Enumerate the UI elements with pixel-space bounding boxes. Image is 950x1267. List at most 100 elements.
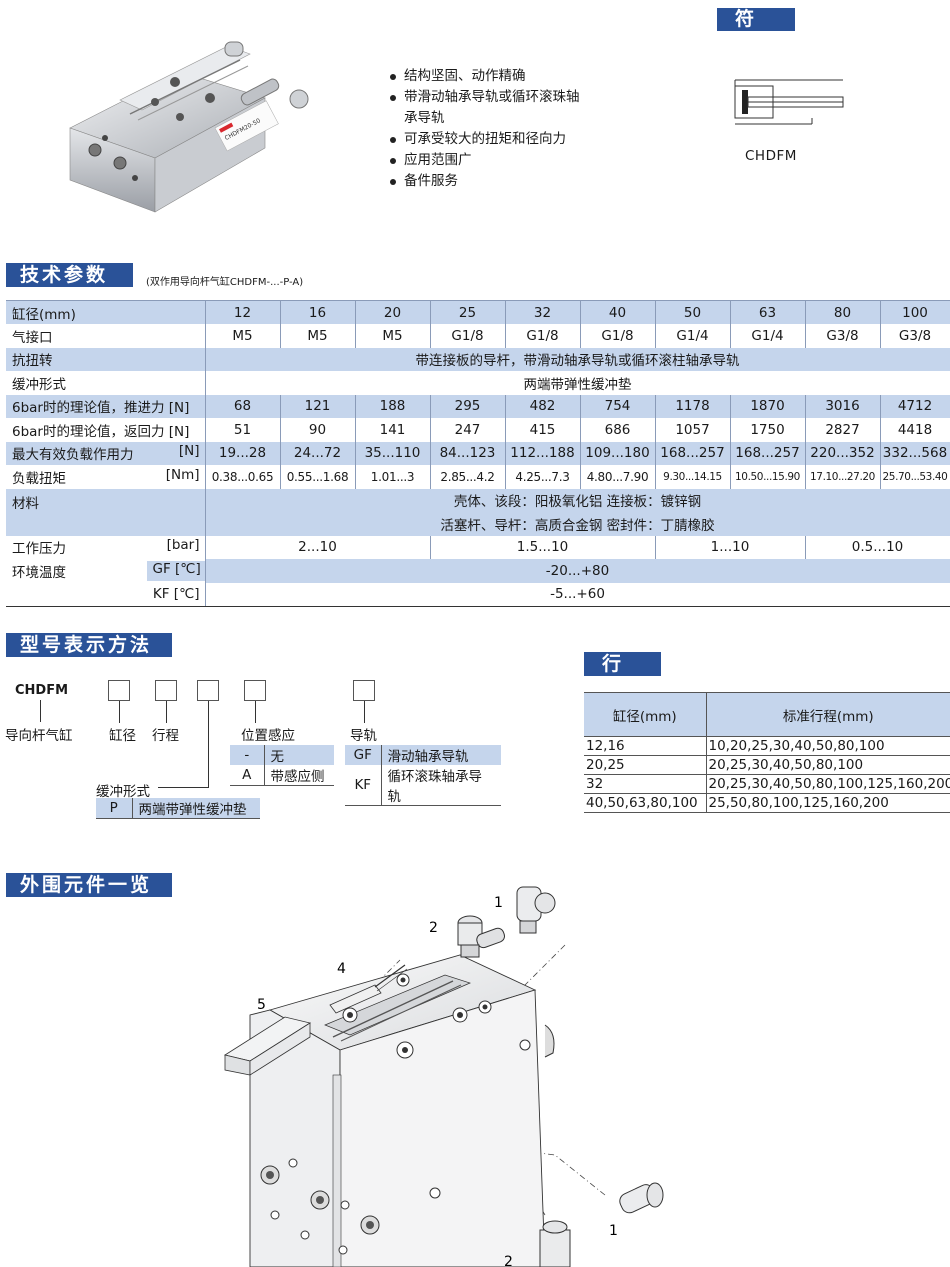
peripherals-title: 外围元件一览 xyxy=(6,873,172,897)
table-cell: 滑动轴承导轨 xyxy=(381,745,501,765)
table-cell: 0.55...1.68 xyxy=(280,465,356,489)
callout-5: 5 xyxy=(257,997,266,1013)
table-cell: 无 xyxy=(264,745,334,765)
table-cell: G3/8 xyxy=(880,324,950,348)
callout-2-top: 2 xyxy=(429,920,438,936)
table-cell: 1.5...10 xyxy=(430,535,656,559)
table-cell: 4.25...7.3 xyxy=(505,465,581,489)
table-cell: 壳体、该段：阳极氧化铝 连接板：镀锌钢 xyxy=(205,488,950,512)
table-cell: G3/8 xyxy=(805,324,881,348)
table-cell: 1.01...3 xyxy=(355,465,431,489)
row-label: 抗扭转 xyxy=(6,347,206,371)
callout-1-top: 1 xyxy=(494,895,503,911)
table-cell: 25,50,80,100,125,160,200 xyxy=(706,793,950,813)
table-cell: P xyxy=(96,798,133,819)
bore-cell: 32 xyxy=(505,300,581,324)
table-cell: 121 xyxy=(280,394,356,418)
table-cell: 带连接板的导杆，带滑动轴承导轨或循环滚柱轴承导轨 xyxy=(205,347,950,371)
bore-cell: 20 xyxy=(355,300,431,324)
table-cell: 109...180 xyxy=(580,441,656,465)
elbow-fitting-bottom-part xyxy=(619,1182,664,1214)
table-header-row: 缸径(mm)标准行程(mm) xyxy=(584,692,950,737)
feature-list: 结构坚固、动作精确 带滑动轴承导轨或循环滚珠轴承导轨 可承受较大的扭矩和径向力 … xyxy=(388,66,628,192)
table-cell: 295 xyxy=(430,394,506,418)
table-cell: 10.50...15.90 xyxy=(730,465,806,489)
table-cell: 1178 xyxy=(655,394,731,418)
table-cell: G1/8 xyxy=(430,324,506,348)
table-cell: 0.38...0.65 xyxy=(205,465,281,489)
guide-label: 导轨 xyxy=(350,728,377,744)
table-cell: 2827 xyxy=(805,418,881,442)
table-row: 缓冲形式 两端带弹性缓冲垫 xyxy=(6,371,950,395)
bore-label: 缸径 xyxy=(109,728,136,744)
table-row: 活塞杆、导杆：高质合金钢 密封件：丁腈橡胶 xyxy=(6,512,950,536)
table-cell: 2.85...4.2 xyxy=(430,465,506,489)
model-code-title: 型号表示方法 xyxy=(6,633,172,657)
table-cell: 220...352 xyxy=(805,441,881,465)
table-cell: 2...10 xyxy=(205,535,431,559)
table-cell: 9.30...14.15 xyxy=(655,465,731,489)
table-cell: 1750 xyxy=(730,418,806,442)
table-cell: 17.10...27.20 xyxy=(805,465,881,489)
cushion-label: 缓冲形式 xyxy=(96,784,150,800)
slot-cover-part xyxy=(223,1016,312,1076)
table-cell: 51 xyxy=(205,418,281,442)
table-cell: G1/4 xyxy=(730,324,806,348)
symbol-title: 符号 xyxy=(717,8,795,53)
row-label: KF [℃] xyxy=(6,582,206,607)
table-cell: 35...110 xyxy=(355,441,431,465)
table-cell: 缸径(mm) xyxy=(584,692,707,737)
row-label: 材料 xyxy=(6,488,206,536)
table-cell: 两端带弹性缓冲垫 xyxy=(205,371,950,395)
model-prefix: CHDFM xyxy=(15,683,69,698)
sensing-label: 位置感应 xyxy=(241,728,295,744)
sensor-part xyxy=(329,964,408,1014)
table-cell: 循环滚珠轴承导轨 xyxy=(381,765,501,806)
bore-cell: 100 xyxy=(880,300,950,324)
bore-cell: 25 xyxy=(430,300,506,324)
table-cell: 247 xyxy=(430,418,506,442)
table-cell: 12,16 xyxy=(584,736,707,756)
peripherals-diagram: 1 2 4 5 1 2 xyxy=(215,875,675,1267)
table-cell: 1870 xyxy=(730,394,806,418)
row-label: 6bar时的理论值，推进力 [N] xyxy=(6,394,206,418)
callout-4: 4 xyxy=(337,961,346,977)
code-box-sensing xyxy=(244,680,266,701)
code-box-stroke xyxy=(155,680,177,701)
table-row: 材料 壳体、该段：阳极氧化铝 连接板：镀锌钢 xyxy=(6,488,950,536)
row-label: 最大有效负载作用力[N] xyxy=(6,441,206,465)
bore-cell: 80 xyxy=(805,300,881,324)
table-cell: 84...123 xyxy=(430,441,506,465)
table-cell: 112...188 xyxy=(505,441,581,465)
table-cell: 标准行程(mm) xyxy=(706,692,950,737)
feature-item: 结构坚固、动作精确 xyxy=(388,66,628,87)
table-cell: 1057 xyxy=(655,418,731,442)
bore-cell: 63 xyxy=(730,300,806,324)
tech-params-title: 技术参数 xyxy=(6,263,133,287)
table-cell: - xyxy=(230,745,265,765)
bore-cell: 40 xyxy=(580,300,656,324)
table-cell: 活塞杆、导杆：高质合金钢 密封件：丁腈橡胶 xyxy=(205,512,950,536)
flow-control-top-part xyxy=(457,915,505,958)
feature-item: 备件服务 xyxy=(388,171,628,192)
table-cell: M5 xyxy=(280,324,356,348)
table-cell: 686 xyxy=(580,418,656,442)
row-label: 气接口 xyxy=(6,324,206,348)
model-prefix-desc: 导向杆气缸 xyxy=(5,728,73,744)
product-photo: CHDFM20-50 xyxy=(60,40,320,220)
cylinder-symbol xyxy=(725,74,855,144)
table-cell: 32 xyxy=(584,774,707,794)
bore-cell: 12 xyxy=(205,300,281,324)
table-cell: 10,20,25,30,40,50,80,100 xyxy=(706,736,950,756)
